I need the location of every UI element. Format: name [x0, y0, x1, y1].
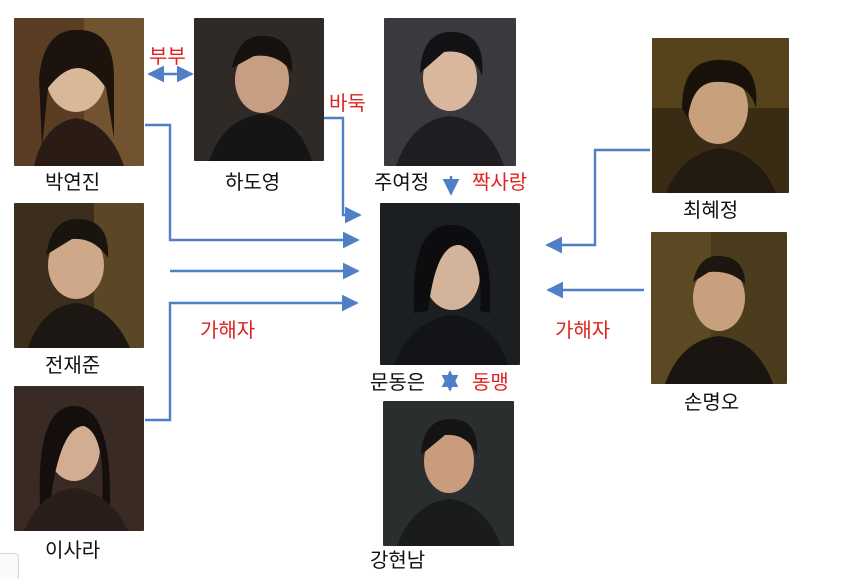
park-to-moon-arrow [145, 123, 360, 249]
poster-choi-hyejeong [652, 38, 789, 193]
name-choi-hyejeong: 최혜정 [683, 198, 739, 222]
lee-to-moon-arrow [145, 294, 359, 422]
relation-crush-label: 짝사랑 [472, 170, 528, 194]
poster-jeon-jaejun [14, 203, 144, 348]
relation-perpetrator-left-label: 가해자 [200, 318, 256, 342]
name-son-myeongo: 손명오 [684, 390, 740, 414]
poster-moon-dongeun [380, 203, 520, 365]
name-lee-sara: 이사라 [45, 538, 101, 562]
name-ha-doyeong: 하도영 [225, 170, 281, 194]
name-moon-dongeun: 문동은 [370, 370, 426, 394]
relation-alliance-label: 동맹 [472, 370, 509, 394]
poster-ha-doyeong [194, 18, 324, 161]
page-corner-widget [0, 553, 19, 579]
name-park-yeonjin: 박연진 [45, 170, 101, 194]
choi-to-moon-arrow [545, 148, 650, 254]
relation-couple-label: 부부 [149, 44, 186, 68]
poster-park-yeonjin [14, 18, 144, 166]
poster-ju-yeojeong [384, 18, 516, 166]
ha-to-moon-arrow [324, 116, 362, 224]
name-kang-hyeonnam: 강현남 [370, 548, 426, 572]
name-ju-yeojeong: 주여정 [374, 170, 430, 194]
poster-kang-hyeonnam [383, 401, 514, 546]
poster-son-myeongo [651, 232, 787, 384]
relation-baduk-label: 바둑 [329, 91, 366, 115]
name-jeon-jaejun: 전재준 [45, 353, 101, 377]
relation-perpetrator-right-label: 가해자 [555, 318, 611, 342]
poster-lee-sara [14, 386, 144, 531]
